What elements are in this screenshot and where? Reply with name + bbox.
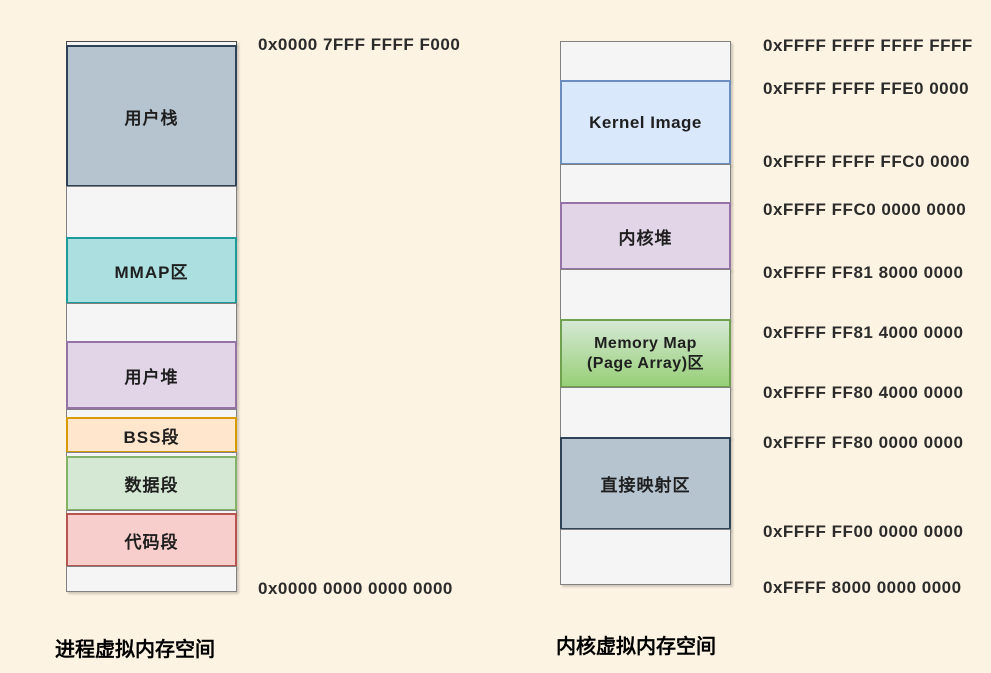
segment-gap bbox=[66, 303, 237, 342]
segment-gap bbox=[560, 387, 731, 438]
address-label: 0xFFFF 8000 0000 0000 bbox=[763, 578, 962, 597]
address-label: 0xFFFF FF80 4000 0000 bbox=[763, 383, 964, 402]
segment-code: 代码段 bbox=[66, 513, 237, 567]
address-label: 0xFFFF FFC0 0000 0000 bbox=[763, 200, 967, 219]
segment-direct-map: 直接映射区 bbox=[560, 437, 731, 530]
kernel-memory-column: Kernel Image 内核堆 Memory Map (Page Array)… bbox=[560, 41, 731, 586]
segment-kernel-image: Kernel Image bbox=[560, 80, 731, 165]
segment-memory-map: Memory Map (Page Array)区 bbox=[560, 319, 731, 388]
address-label: 0xFFFF FFFF FFFF FFFF bbox=[763, 36, 973, 55]
segment-bss: BSS段 bbox=[66, 417, 237, 453]
segment-gap bbox=[560, 164, 731, 203]
segment-bottom-gap bbox=[66, 566, 237, 592]
address-label: 0xFFFF FF80 0000 0000 bbox=[763, 433, 964, 452]
address-label: 0xFFFF FFFF FFC0 0000 bbox=[763, 152, 970, 171]
address-label: 0xFFFF FF00 0000 0000 bbox=[763, 522, 964, 541]
address-label: 0x0000 0000 0000 0000 bbox=[258, 579, 453, 598]
address-label: 0xFFFF FF81 4000 0000 bbox=[763, 323, 964, 342]
segment-user-heap: 用户堆 bbox=[66, 341, 237, 409]
address-label: 0xFFFF FF81 8000 0000 bbox=[763, 263, 964, 282]
segment-gap-top bbox=[560, 41, 731, 81]
segment-gap-bottom bbox=[560, 529, 731, 585]
caption-process-memory: 进程虚拟内存空间 bbox=[55, 639, 215, 661]
segment-user-stack: 用户栈 bbox=[66, 45, 237, 187]
segment-gap bbox=[560, 269, 731, 320]
process-memory-column: 用户栈 MMAP区 用户堆 BSS段 数据段 代码段 bbox=[66, 41, 237, 592]
caption-kernel-memory: 内核虚拟内存空间 bbox=[556, 636, 716, 658]
address-label: 0x0000 7FFF FFFF F000 bbox=[258, 35, 461, 54]
segment-mmap-area: MMAP区 bbox=[66, 237, 237, 304]
segment-gap bbox=[66, 186, 237, 238]
segment-data: 数据段 bbox=[66, 456, 237, 511]
address-label: 0xFFFF FFFF FFE0 0000 bbox=[763, 79, 970, 98]
segment-kernel-heap: 内核堆 bbox=[560, 202, 731, 270]
